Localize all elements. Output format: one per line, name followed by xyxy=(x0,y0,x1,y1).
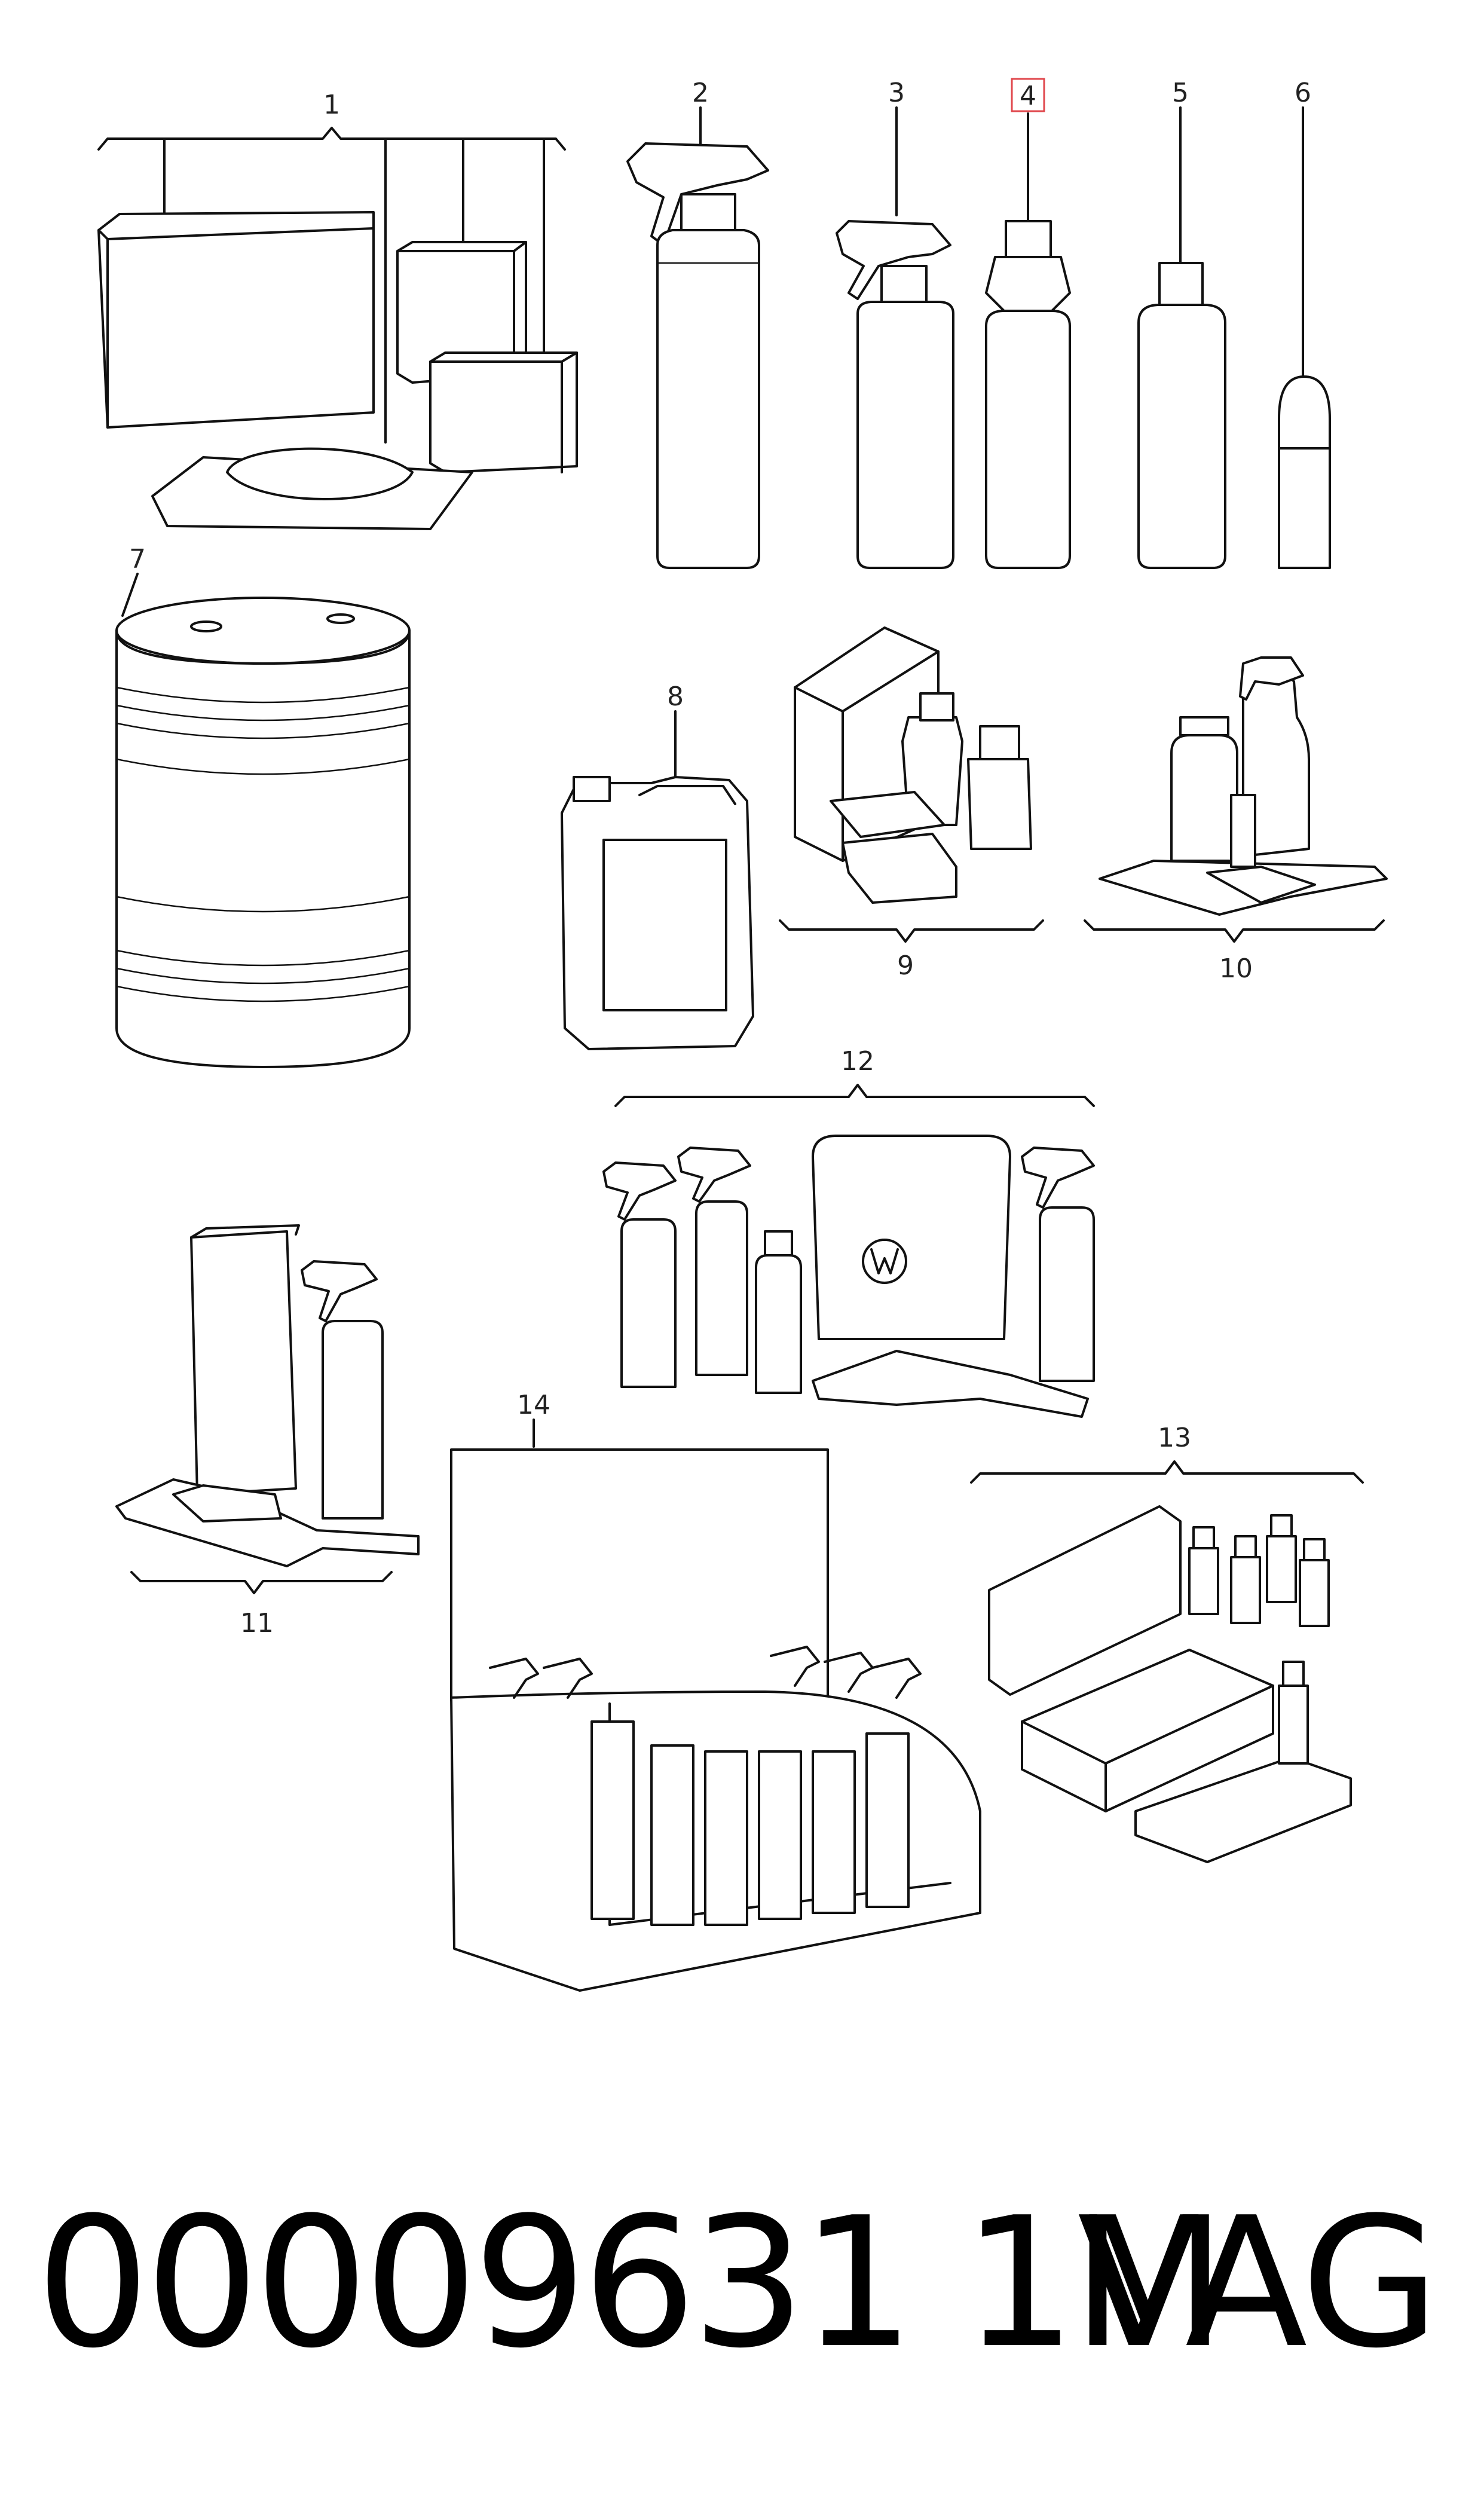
item-2-spray-bottle xyxy=(626,106,769,569)
item-13-case-set xyxy=(970,1460,1364,1863)
item-12-set xyxy=(602,1084,1095,1418)
part-number: 00009631 1M xyxy=(36,2179,1226,2387)
callout-6: 6 xyxy=(1295,78,1311,108)
brand-name: VAG xyxy=(1077,2179,1440,2387)
callout-labels: 1 2 3 4 5 6 7 8 9 10 11 12 13 14 xyxy=(129,78,1311,1638)
callout-7: 7 xyxy=(129,544,146,574)
callout-3: 3 xyxy=(888,78,905,108)
item-8-canister xyxy=(561,710,754,1050)
case-bottles xyxy=(1188,1514,1330,1765)
footer: 00009631 1M VAG xyxy=(24,2176,1460,2391)
item-3-spray-bottle xyxy=(836,106,954,569)
item-5-bottle xyxy=(1137,106,1226,569)
display-bottles xyxy=(489,1646,922,1926)
item-9-kit xyxy=(779,626,1044,943)
parts-diagram: 1 2 3 4 5 6 7 8 9 10 11 12 13 14 xyxy=(97,78,1388,1992)
callout-11: 11 xyxy=(240,1608,274,1638)
item-11-set xyxy=(115,1224,420,1594)
callout-1: 1 xyxy=(323,90,340,120)
item-10-kit xyxy=(1084,656,1388,943)
callout-8: 8 xyxy=(667,681,684,712)
callout-4: 4 xyxy=(1020,81,1036,111)
callout-12: 12 xyxy=(841,1046,874,1077)
callout-9: 9 xyxy=(897,950,914,981)
callout-4-highlight-box xyxy=(1011,78,1045,112)
item-7-drum xyxy=(115,573,411,1068)
item-6-roll-on xyxy=(1278,106,1331,569)
callout-2: 2 xyxy=(692,78,709,108)
callout-13: 13 xyxy=(1158,1423,1191,1453)
item-14-display-stand xyxy=(450,1419,981,1992)
item-4-bottle xyxy=(985,112,1071,569)
callout-14: 14 xyxy=(517,1390,550,1420)
callout-10: 10 xyxy=(1219,953,1253,984)
item-1-cloth-sponge-kit xyxy=(97,127,578,530)
callout-5: 5 xyxy=(1172,78,1189,108)
